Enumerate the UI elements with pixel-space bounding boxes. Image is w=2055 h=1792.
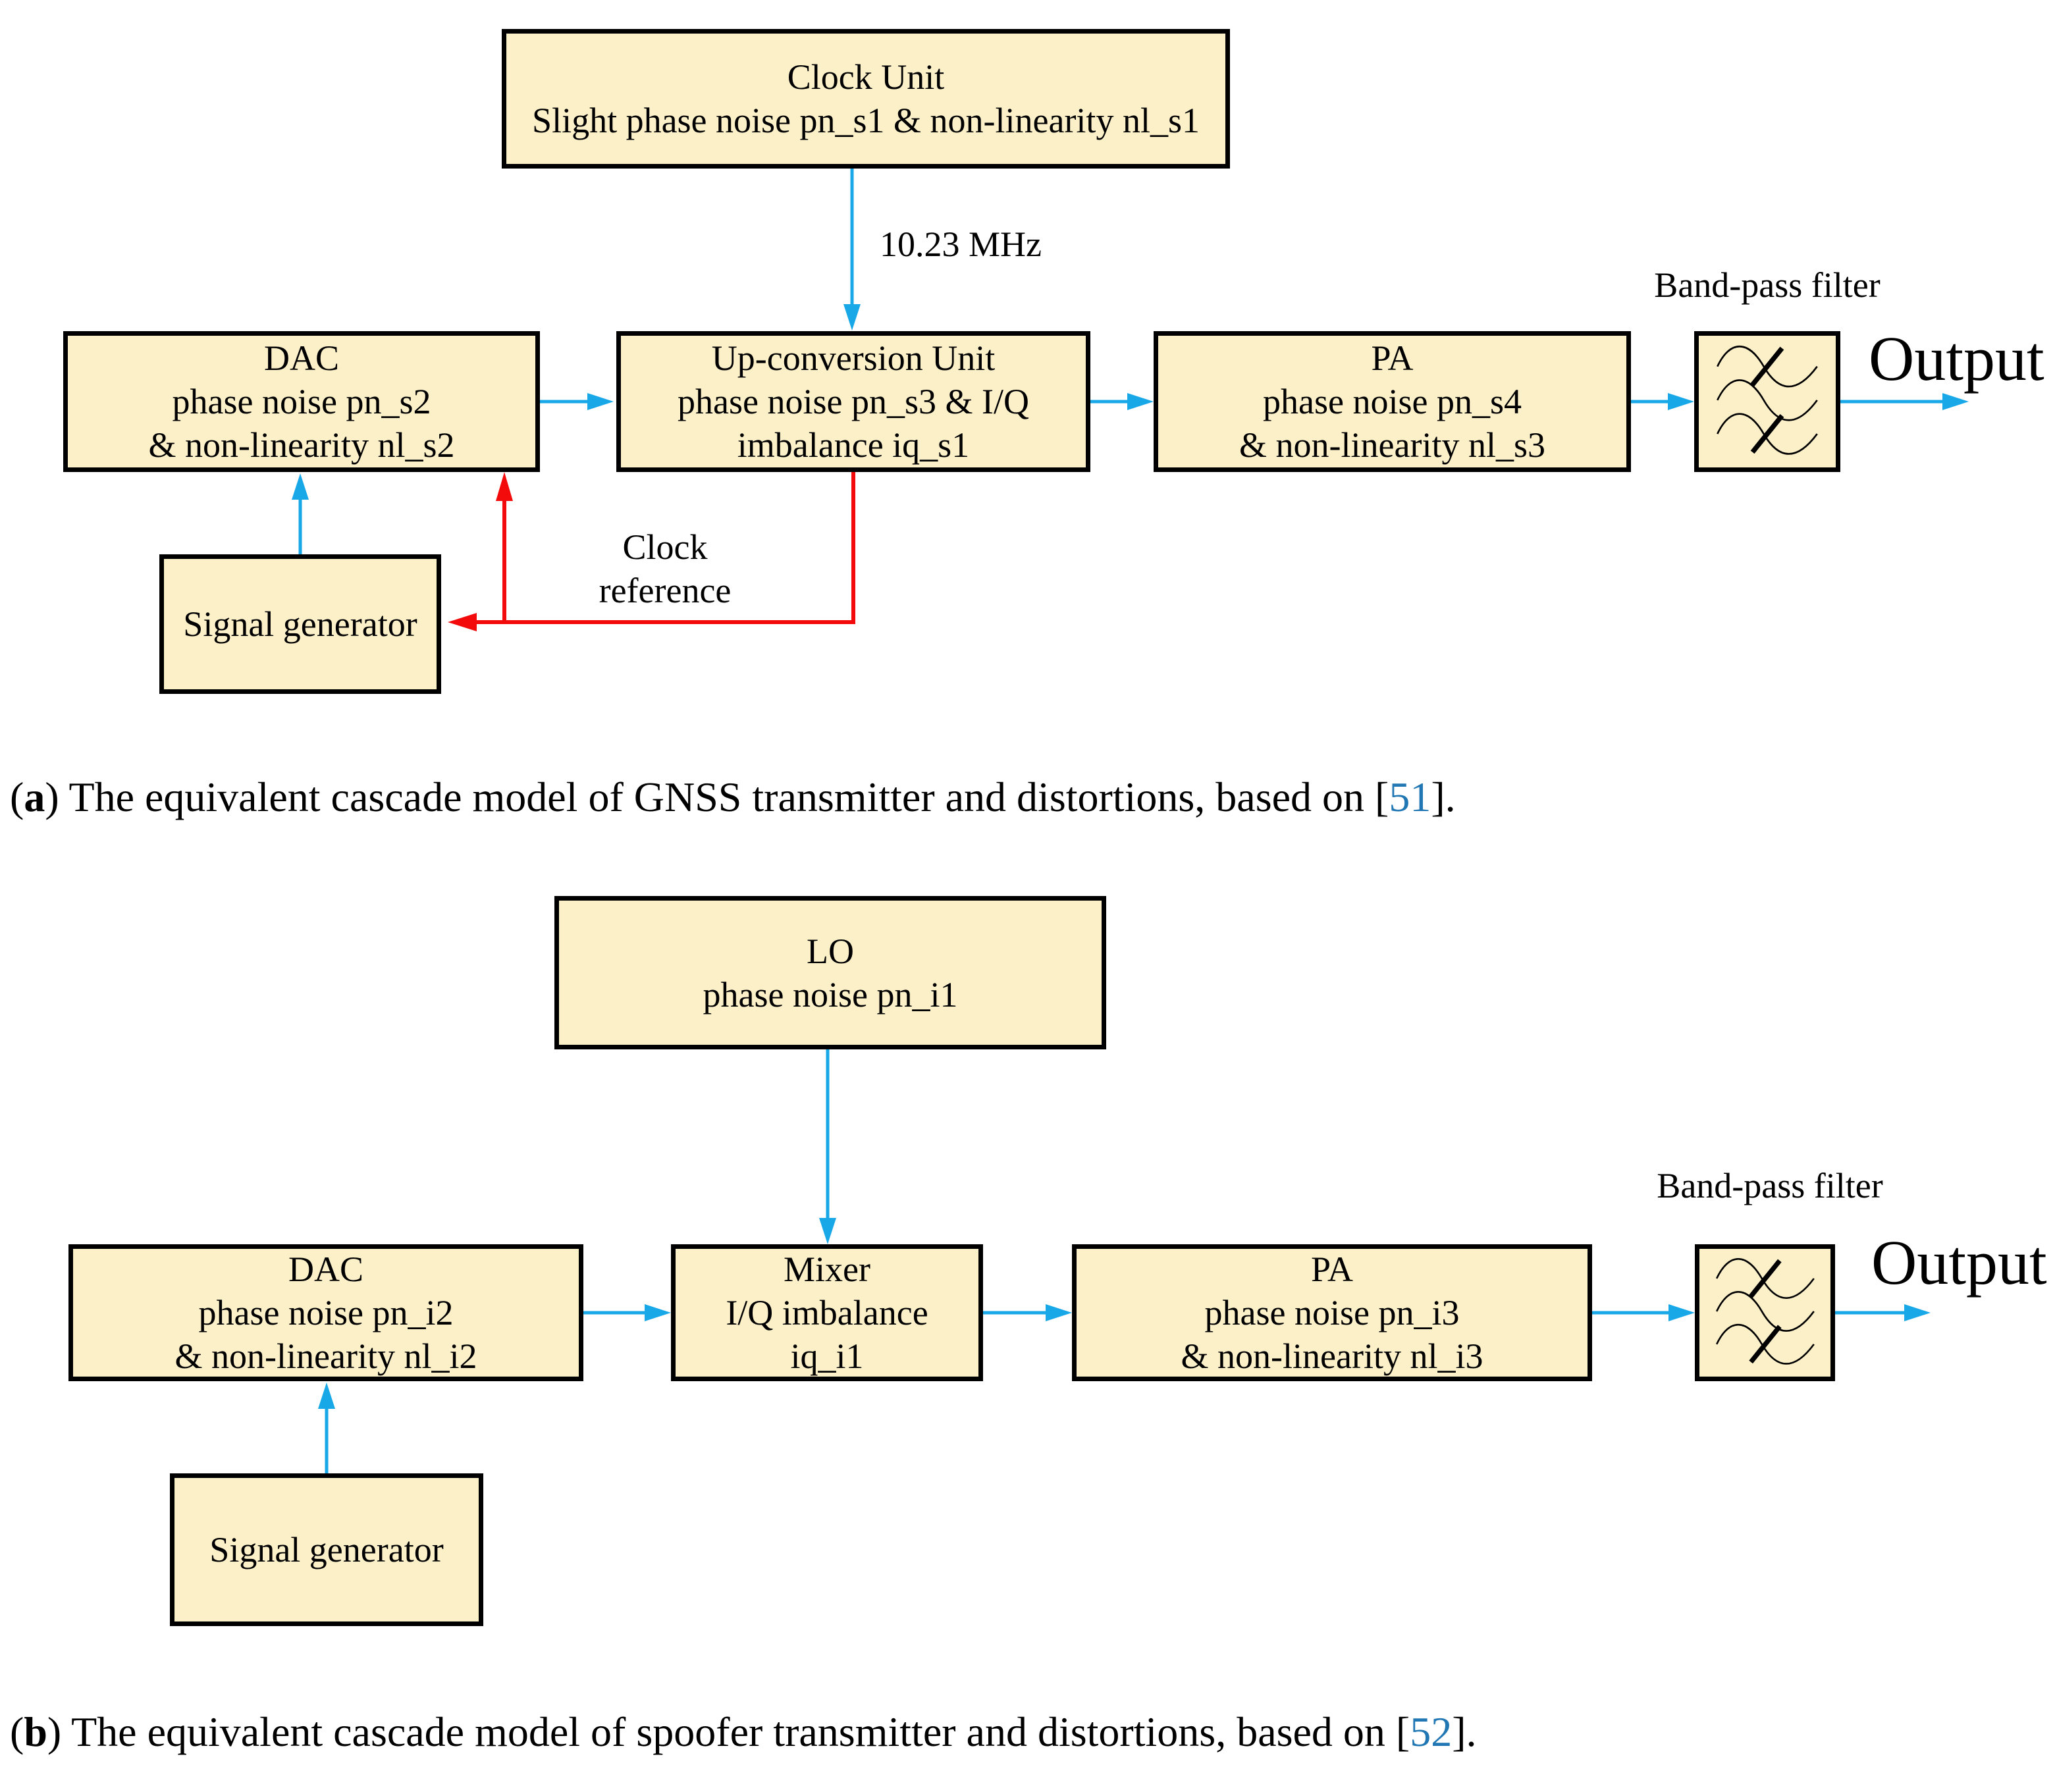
box-line: PA — [1310, 1250, 1354, 1289]
arrow-signalgen-to-dac-a — [292, 473, 309, 556]
caption-text: ]. — [1431, 774, 1456, 820]
box-line: imbalance iq_s1 — [737, 425, 970, 465]
citation-51[interactable]: 51 — [1389, 774, 1431, 820]
signal-generator-box-a: Signal generator — [159, 554, 441, 694]
box-line: & non-linearity nl_i2 — [174, 1336, 477, 1376]
box-line: Clock Unit — [787, 57, 945, 97]
dac-box-b: DAC phase noise pn_i2 & non-linearity nl… — [68, 1244, 583, 1381]
bandpass-filter-box-b — [1695, 1244, 1835, 1381]
arrow-lo-to-mixer — [819, 1048, 836, 1244]
box-line: DAC — [263, 338, 339, 378]
output-label-b: Output — [1871, 1227, 2047, 1298]
filter-slash-icon — [1750, 346, 1784, 386]
box-line: LO — [807, 931, 854, 971]
arrow-bandpass-to-output-a — [1839, 393, 1969, 410]
bandpass-filter-icon — [1717, 346, 1818, 455]
label-line: Clock — [622, 527, 708, 567]
label-line: reference — [599, 571, 732, 610]
caption-text: ) The equivalent cascade model of GNSS t… — [45, 774, 1389, 820]
caption-letter: b — [24, 1708, 47, 1755]
clock-unit-box: Clock Unit Slight phase noise pn_s1 & no… — [502, 29, 1230, 169]
filter-slash-icon — [1748, 1325, 1782, 1364]
arrow-bandpass-to-output-b — [1834, 1304, 1931, 1321]
box-line: & non-linearity nl_s2 — [148, 425, 455, 465]
caption-b: (b) The equivalent cascade model of spoo… — [10, 1706, 1477, 1758]
pa-box-a: PA phase noise pn_s4 & non-linearity nl_… — [1154, 331, 1631, 472]
pa-box-b: PA phase noise pn_i3 & non-linearity nl_… — [1072, 1244, 1592, 1381]
sine-wave-icon — [1717, 346, 1818, 388]
caption-letter: a — [24, 774, 45, 820]
caption-text: ) The equivalent cascade model of spoofe… — [47, 1708, 1410, 1755]
box-line: & non-linearity nl_i3 — [1181, 1336, 1483, 1376]
clock-reference-line — [448, 472, 855, 631]
lo-box: LO phase noise pn_i1 — [554, 896, 1106, 1049]
sine-wave-icon — [1717, 379, 1818, 421]
arrow-pa-to-bandpass-b — [1591, 1304, 1695, 1321]
mixer-box: Mixer I/Q imbalance iq_i1 — [671, 1244, 983, 1381]
box-line: Signal generator — [183, 604, 417, 644]
signal-generator-box-b: Signal generator — [170, 1473, 483, 1626]
caption-text: ( — [10, 774, 24, 820]
arrow-dac-to-upconversion — [539, 393, 614, 410]
box-line: phase noise pn_s4 — [1263, 382, 1522, 421]
box-line: phase noise pn_s3 & I/Q — [678, 382, 1029, 421]
filter-slash-icon — [1748, 1259, 1782, 1298]
box-line: phase noise pn_i1 — [703, 974, 958, 1015]
bandpass-filter-label-a: Band-pass filter — [1654, 265, 1881, 305]
arrow-mixer-to-pa — [982, 1304, 1072, 1321]
box-line: DAC — [288, 1250, 363, 1289]
arrow-dac-to-mixer — [582, 1304, 671, 1321]
citation-52[interactable]: 52 — [1410, 1708, 1453, 1755]
clock-reference-label: Clock reference — [533, 525, 797, 612]
box-line: & non-linearity nl_s3 — [1239, 425, 1545, 465]
box-line: iq_i1 — [790, 1336, 864, 1376]
output-label-a: Output — [1869, 323, 2044, 394]
sine-wave-icon — [1715, 1324, 1815, 1365]
dac-box-a: DAC phase noise pn_s2 & non-linearity nl… — [63, 331, 540, 472]
arrow-pa-to-bandpass — [1630, 393, 1694, 410]
box-line: Signal generator — [209, 1530, 444, 1569]
bandpass-filter-box-a — [1694, 331, 1840, 472]
arrow-signalgen-to-dac-b — [318, 1383, 335, 1475]
box-line: Mixer — [784, 1250, 870, 1289]
box-line: phase noise pn_i3 — [1204, 1293, 1460, 1332]
box-line: phase noise pn_i2 — [198, 1293, 454, 1332]
box-line: Up-conversion Unit — [711, 338, 996, 378]
bandpass-filter-icon — [1715, 1258, 1815, 1365]
box-line: phase noise pn_s2 — [172, 382, 431, 421]
arrow-upconversion-to-pa — [1089, 393, 1154, 410]
caption-text: ]. — [1452, 1708, 1477, 1755]
box-line: I/Q imbalance — [726, 1293, 928, 1332]
sine-wave-icon — [1715, 1258, 1815, 1299]
box-line: PA — [1371, 338, 1414, 378]
bandpass-filter-label-b: Band-pass filter — [1657, 1166, 1883, 1205]
sine-wave-icon — [1717, 413, 1818, 455]
upconversion-box: Up-conversion Unit phase noise pn_s3 & I… — [616, 331, 1090, 472]
box-line: Slight phase noise pn_s1 & non-linearity… — [532, 101, 1200, 140]
sine-wave-icon — [1715, 1291, 1815, 1332]
frequency-label: 10.23 MHz — [880, 224, 1042, 264]
arrow-clockunit-to-upconversion — [843, 167, 861, 330]
caption-a: (a) The equivalent cascade model of GNSS… — [10, 772, 1456, 823]
filter-slash-icon — [1750, 413, 1784, 454]
caption-text: ( — [10, 1708, 24, 1755]
